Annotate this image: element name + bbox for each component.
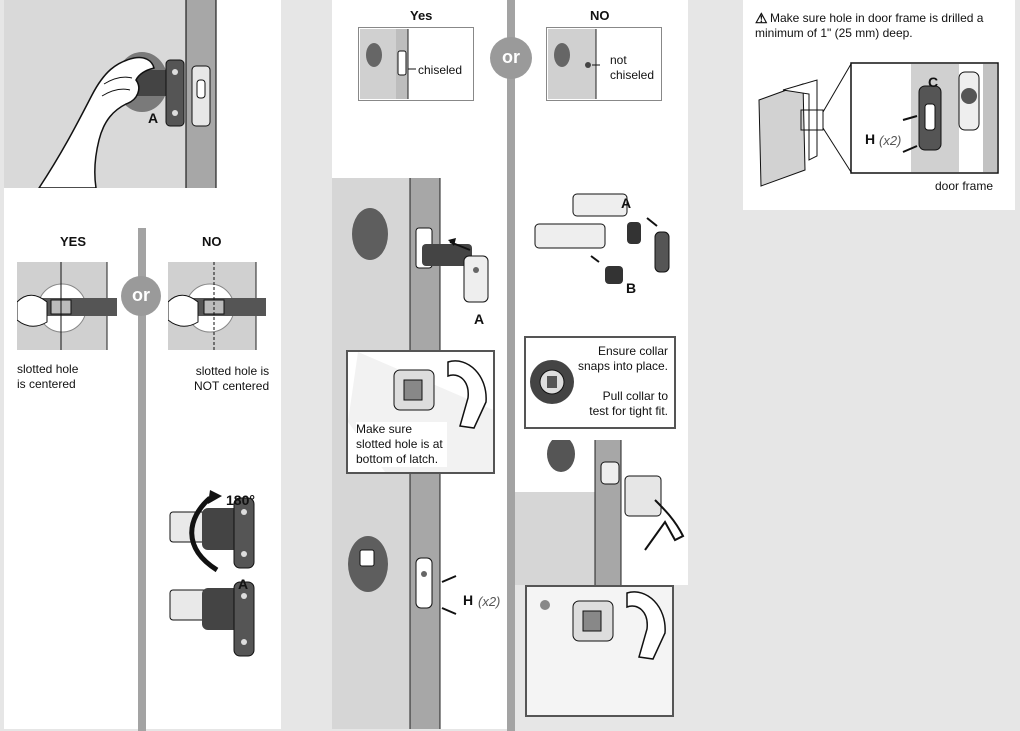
- latch-bottom-detail: [525, 585, 674, 717]
- step-latch-insert-panel: A: [4, 0, 281, 188]
- part-label-a: A: [621, 195, 632, 211]
- part-label-a: A: [238, 576, 249, 592]
- latch-detail-callout: Make sure slotted hole is at bottom of l…: [346, 350, 495, 474]
- handle-install-illustration: [515, 440, 688, 585]
- angle-label: 180°: [226, 492, 255, 508]
- step-collar-panel: A B Ensure collar snaps into place. Pull…: [515, 178, 688, 440]
- no-heading: NO: [202, 234, 222, 249]
- unchiseled-frame-illustration: [546, 27, 662, 101]
- yes-heading: YES: [60, 234, 87, 249]
- no-heading: NO: [590, 8, 610, 23]
- frame-strike-panel: ⚠ Make sure hole in door frame is drille…: [743, 0, 1015, 210]
- or-badge: or: [121, 276, 161, 316]
- screw-qty: (x2): [478, 594, 501, 609]
- collar-callout: Ensure collar snaps into place. Pull col…: [524, 336, 676, 429]
- centered-caption: slotted hole is centered: [17, 362, 79, 391]
- screw-label-h: H: [865, 131, 876, 147]
- latch-bottom-illustration: [527, 587, 672, 715]
- screw-qty: (x2): [879, 133, 902, 148]
- not-centered-caption: slotted hole is NOT centered: [194, 364, 270, 393]
- rotate-latch-illustration: [169, 490, 255, 657]
- step-handle-panel: [515, 440, 688, 585]
- warning-triangle-icon: ⚠: [755, 10, 768, 26]
- part-label-b: B: [626, 280, 637, 296]
- door-frame-caption: door frame: [935, 179, 994, 193]
- frame-strike-illustration: [758, 62, 999, 187]
- drill-depth-warning: Make sure hole in door frame is drilled …: [755, 11, 984, 40]
- part-label-a: A: [148, 110, 159, 126]
- centered-latch-illustration: [17, 262, 119, 350]
- slotted-hole-note: Make sure slotted hole is at bottom of l…: [356, 422, 447, 467]
- latch-insert-illustration: [4, 0, 281, 188]
- or-badge: or: [490, 37, 532, 79]
- part-label-c: C: [928, 74, 939, 90]
- off-center-latch-illustration: [168, 262, 268, 350]
- latch-screws-illustration: [348, 490, 508, 729]
- not-chiseled-caption: not chiseled: [610, 53, 655, 82]
- collar-note: Ensure collar snaps into place. Pull col…: [577, 344, 668, 418]
- step-screws-panel: H (x2): [332, 490, 508, 729]
- screw-label-h: H: [463, 592, 474, 608]
- column-divider: [507, 0, 515, 731]
- collar-detail-icon: [530, 360, 574, 404]
- part-label-a: A: [474, 311, 485, 327]
- step-centering-panel: YES NO slotted hole is centered slotted …: [4, 188, 281, 406]
- chiseled-frame-illustration: [358, 27, 474, 101]
- yes-heading: Yes: [410, 8, 433, 23]
- collar-assembly-illustration: [534, 193, 670, 284]
- column-divider: [138, 228, 146, 731]
- chiseled-caption: chiseled: [418, 63, 463, 77]
